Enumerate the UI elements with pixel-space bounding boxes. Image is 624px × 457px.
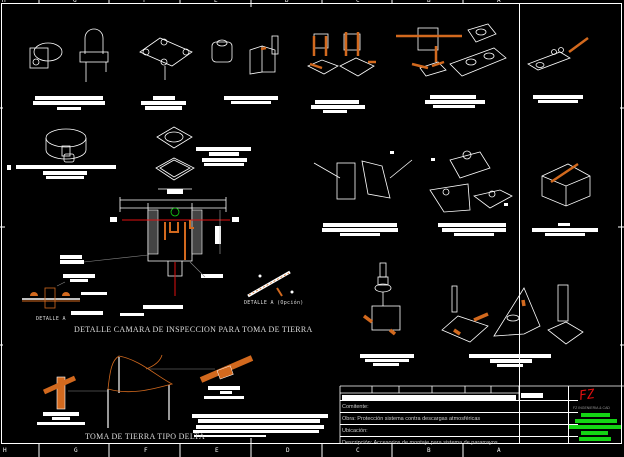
- copper-conductors-row3: [362, 299, 526, 336]
- cross-connector-drawing: [417, 23, 507, 77]
- copper-rod: [550, 162, 579, 184]
- ruler-letter: E: [214, 0, 218, 4]
- ruler-letter: E: [215, 447, 219, 454]
- square-clamp-drawing: [139, 37, 193, 80]
- logo-bar: [581, 431, 608, 435]
- ruler-letter: G: [74, 447, 78, 454]
- mast-base-drawing: [371, 262, 401, 331]
- pipe-clamp-drawing: [29, 42, 63, 69]
- ruler-letter: H: [2, 0, 6, 4]
- sheet-border: [1, 3, 622, 444]
- strap-clamp-drawing: [45, 128, 87, 163]
- row1-labels: [33, 95, 583, 113]
- ruler-letter: G: [73, 0, 77, 4]
- ruler-letter: D: [285, 0, 289, 4]
- logo-bar: [579, 437, 611, 441]
- tripod-base-drawing: [441, 284, 584, 345]
- logo-bar: [575, 419, 617, 423]
- ruler-letter: B: [427, 0, 431, 4]
- detail-a-label: DETALLE A: [36, 316, 66, 322]
- logo-bar: [569, 425, 621, 429]
- cable-lug-drawing: [527, 47, 571, 71]
- delta-ground-drawing: [37, 354, 328, 437]
- company-logo: FZ FZ INGENIERIA & CAD: [568, 386, 621, 444]
- ruler-letter: C: [356, 447, 360, 454]
- top-ruler: H G F E D C B A: [0, 0, 624, 7]
- ruler-letter: F: [143, 0, 147, 4]
- title-block: Comitente: Obra: Protección sistema cont…: [340, 400, 578, 449]
- ruler-letter: F: [144, 447, 148, 454]
- ruler-letter: H: [3, 447, 7, 454]
- bolted-coupler-drawing: [307, 33, 375, 77]
- descripcion-field: Descripción: Accesorios de montaje para …: [340, 436, 578, 449]
- split-bolt-drawing: [429, 150, 513, 213]
- ruler-letter: A: [497, 447, 501, 454]
- title-block-grid: [339, 385, 624, 444]
- cable-clamp-drawing: [211, 39, 233, 63]
- ruler-letter: C: [356, 0, 360, 4]
- row2-labels: [16, 147, 598, 236]
- logo-mark: FZ: [578, 386, 596, 405]
- ubicacion-field: Ubicación:: [340, 424, 578, 437]
- row3-labels: [360, 354, 551, 367]
- cable-box-clamp-drawing: [541, 163, 591, 207]
- detail-a-option-label: DETALLE A (Opción): [244, 300, 304, 306]
- ruler-letter: B: [427, 447, 431, 454]
- comitente-field: Comitente:: [340, 400, 578, 413]
- detail-a-option-drawing: [247, 270, 294, 298]
- delta-ground-title: TOMA DE TIERRA TIPO DELTA: [85, 432, 205, 441]
- logo-bar: [581, 413, 610, 417]
- inspection-chamber-section: [60, 188, 239, 296]
- inspection-chamber-title: DETALLE CAMARA DE INSPECCION PARA TOMA D…: [74, 325, 313, 334]
- ruler-letter: D: [286, 447, 290, 454]
- logo-subtitle: FZ INGENIERIA & CAD: [573, 406, 610, 410]
- inspection-lid-drawing: [155, 126, 195, 181]
- detail-a-drawing: [22, 274, 107, 315]
- bottom-ruler: H G F E D C B A: [0, 447, 624, 457]
- ruler-letter: A: [497, 0, 501, 4]
- wall-bracket-drawing: [249, 35, 279, 75]
- earth-plate-drawing: [313, 159, 413, 200]
- copper-conductors-row1: [260, 32, 589, 70]
- u-bolt-drawing: [79, 28, 109, 82]
- obra-field: Obra: Protección sistema contra descarga…: [340, 412, 578, 425]
